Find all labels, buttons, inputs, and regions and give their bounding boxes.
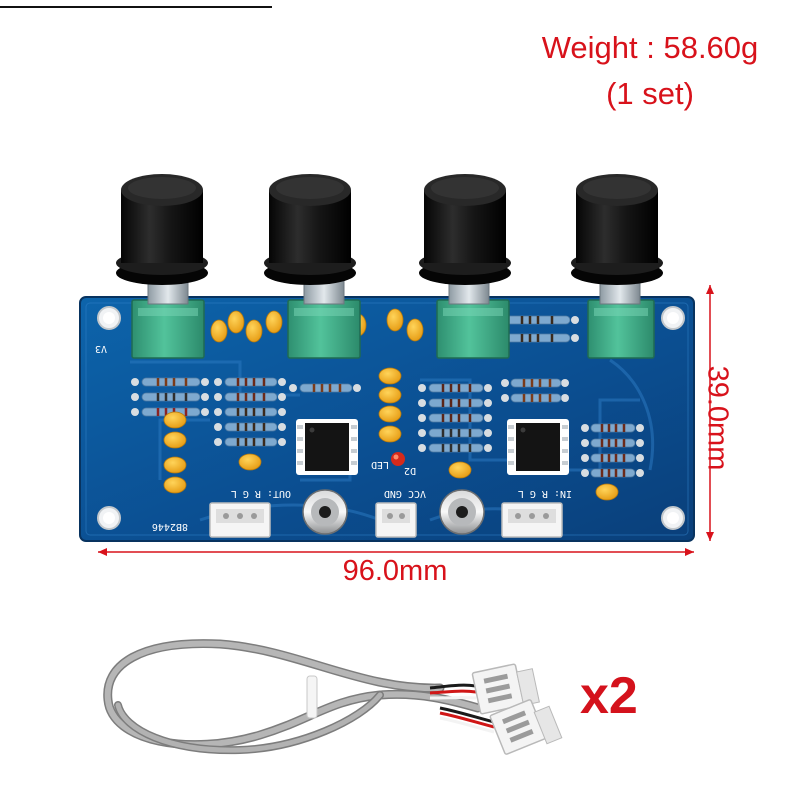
- solder-pads: [131, 316, 644, 477]
- potentiometer-1: [131, 277, 205, 359]
- tone-board: V3 OUT: R G L VCC GND IN: R G L LED D2 8…: [79, 296, 695, 542]
- resistors: [141, 315, 636, 478]
- cable-connector-1: [471, 663, 540, 715]
- width-dimension-label: 96.0mm: [342, 555, 448, 587]
- knob-3[interactable]: [419, 174, 511, 285]
- potentiometer-4: [587, 277, 655, 359]
- input-label: IN: R G L: [518, 488, 572, 499]
- potentiometer-3: [436, 277, 510, 359]
- connection-cable: [103, 639, 495, 755]
- knob-4[interactable]: [571, 174, 663, 285]
- dimension-lines: [98, 285, 714, 556]
- top-rule: [0, 6, 272, 8]
- led-ref-label: D2: [404, 465, 416, 476]
- height-dimension-label: 39.0mm: [701, 365, 734, 471]
- board-code-label: 8B2446: [152, 521, 188, 532]
- knob-1[interactable]: [116, 174, 208, 285]
- cable-connector-2: [489, 699, 563, 755]
- cable-quantity-label: x2: [580, 667, 638, 725]
- set-label: (1 set): [606, 76, 694, 111]
- version-label: V3: [95, 343, 107, 354]
- board-connectors: [209, 502, 563, 538]
- output-label: OUT: R G L: [231, 488, 291, 499]
- knob-2[interactable]: [264, 174, 356, 285]
- power-label: VCC GND: [384, 488, 426, 499]
- op-amp-chips: [296, 419, 569, 475]
- weight-label: Weight : 58.60g: [541, 30, 759, 65]
- potentiometer-2: [287, 277, 361, 359]
- led-label: LED: [371, 459, 389, 470]
- power-led: [391, 452, 405, 466]
- mounting-holes: [97, 306, 685, 530]
- electrolytic-capacitors: [302, 489, 485, 535]
